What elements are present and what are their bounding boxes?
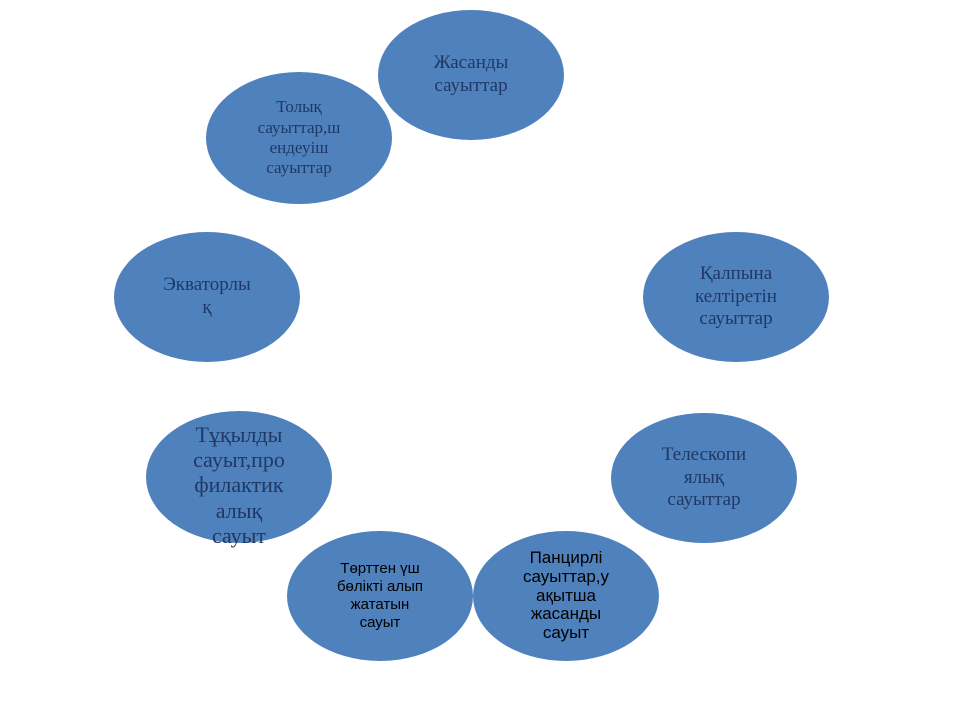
node-teleskopiyalyq: Телескопи ялық сауыттар	[611, 413, 797, 543]
node-torttten-ush: Төрттен үш бөлікті алып жататын сауыт	[287, 531, 473, 661]
node-ekvatorlyq: Экваторлы қ	[114, 232, 300, 362]
node-label: Жасанды сауыттар	[433, 52, 509, 96]
node-label: Тұқылды сауыт,про филактик алық сауыт	[193, 421, 285, 548]
node-label: Панцирлі сауыттар,у ақытша жасанды сауыт	[523, 548, 609, 643]
node-tolyq-sauyttar: Толық сауыттар,ш ендеуіш сауыттар	[206, 72, 392, 204]
node-label: Төрттен үш бөлікті алып жататын сауыт	[336, 560, 424, 631]
node-label: Толық сауыттар,ш ендеуіш сауыттар	[257, 97, 341, 178]
node-pantsirli-sauyttar: Панцирлі сауыттар,у ақытша жасанды сауыт	[473, 531, 659, 661]
node-tuqyldy-sauyt: Тұқылды сауыт,про филактик алық сауыт	[146, 411, 332, 548]
node-label: Телескопи ялық сауыттар	[661, 443, 747, 511]
node-label: Экваторлы қ	[163, 274, 251, 318]
node-qalpyna-keltiretin: Қалпына келтіретін сауыттар	[643, 232, 829, 362]
node-zhasandy-sauyttar: Жасанды сауыттар	[378, 10, 564, 140]
node-label: Қалпына келтіретін сауыттар	[695, 262, 777, 330]
